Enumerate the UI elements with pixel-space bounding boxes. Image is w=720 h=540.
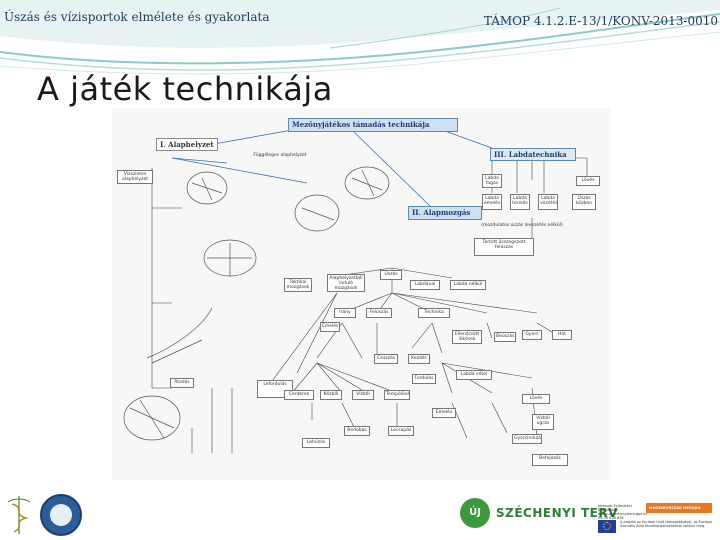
node-alaphelyzetbol: Alaphelyzetből induló mozgások [327, 274, 365, 292]
project-code: TÁMOP 4.1.2.E-13/1/KONV-2013-0010 [484, 14, 718, 28]
node-uszas: Úszás [380, 270, 402, 280]
section-alaphelyzet: I. Alaphelyzet [156, 138, 218, 151]
node-labda-tereles: Labda terelés [510, 194, 530, 210]
node-feluszas: Felúszás [366, 308, 392, 318]
diagram-main-title: Mezőnyjátékos támadás technikája [288, 118, 458, 132]
node-emeles-2: Emelés [432, 408, 456, 418]
node-loves: Lövés [576, 176, 600, 186]
hungary-renews-badge: MAGYARORSZÁG MEGÚJUL [646, 503, 712, 513]
node-fordulas: Fordulás [412, 374, 436, 384]
node-vizbol: Vízből [352, 390, 374, 400]
node-technika: Technika [418, 308, 450, 318]
node-vizbol-ugras: Vízből ugrás [532, 414, 554, 430]
node-atadas: Átadás [170, 378, 194, 388]
agency-text: Nemzeti Fejlesztési Ügynökség www.ujszec… [598, 504, 644, 520]
node-lecsapas: Lecsapás [388, 426, 414, 436]
node-bedobas: Bedobás [344, 426, 370, 436]
technique-diagram: Mezőnyjátékos támadás technikája I. Alap… [112, 108, 610, 480]
node-irany: Irány [334, 308, 356, 318]
header-banner: Úszás és vízisportok elmélete és gyakorl… [0, 0, 720, 80]
node-centerez: Centerez [284, 390, 314, 400]
node-lehuzas: Lehúzás [302, 438, 330, 448]
university-seal-icon [40, 494, 82, 536]
caduceus-logo-icon [4, 494, 34, 536]
node-kezbol: Kézből [320, 390, 342, 400]
node-csuszas: Csúszás [374, 354, 398, 364]
node-labda-fogas: Labda fogás [482, 174, 502, 188]
node-loves-2: Lövés [522, 394, 550, 404]
node-gyorsindulas: Gyorsindulás [512, 434, 542, 444]
node-tempoloves: Tempólövés [384, 390, 410, 400]
node-befejezes: Befejezés [532, 454, 568, 466]
szechenyi-logo-icon: ÚJ [460, 498, 490, 528]
node-labda-vezetes: Labda vezetés [538, 194, 558, 210]
node-fuggoleges: Függőleges alaphelyzet [250, 152, 310, 161]
node-taktikai: Taktikai mozgások [284, 278, 312, 292]
node-labdaval: Labdával [410, 280, 440, 290]
node-beuszas: Beúszás [494, 332, 516, 342]
node-gyors: Gyors [522, 330, 542, 340]
eu-funding-text: A projekt az Európai Unió támogatásával,… [620, 520, 716, 528]
node-ellenorzott: Ellenőrzött lökések [452, 330, 482, 344]
hungary-renews-label: MAGYARORSZÁG MEGÚJUL [649, 506, 701, 510]
node-hat: Hát [552, 330, 572, 340]
node-tartott: Tartott összegezett felúszás [474, 238, 534, 256]
slide-title: A játék technikája [37, 70, 333, 108]
node-labda-emeles: Labda emelés [482, 194, 502, 210]
node-vizszintes: Vízszintes alaphelyzet [117, 170, 153, 184]
course-title: Úszás és vízisportok elmélete és gyakorl… [4, 10, 270, 24]
node-note: (mozdulatos úszás levezetés nélkül) [468, 222, 576, 230]
node-uszas-kozben: Úszás közben [572, 194, 596, 210]
section-alapmozgas: II. Alapmozgás [408, 206, 482, 220]
section-labdatechnika: III. Labdatechnika [490, 148, 576, 161]
eu-flag-icon [598, 520, 616, 533]
node-labda-nelkul: Labda nélkül [450, 280, 486, 290]
node-kezdes: Kezdés [408, 354, 430, 364]
node-labda-vetel: Labda vétel [456, 370, 492, 380]
node-emeles: Emelés [320, 322, 340, 332]
